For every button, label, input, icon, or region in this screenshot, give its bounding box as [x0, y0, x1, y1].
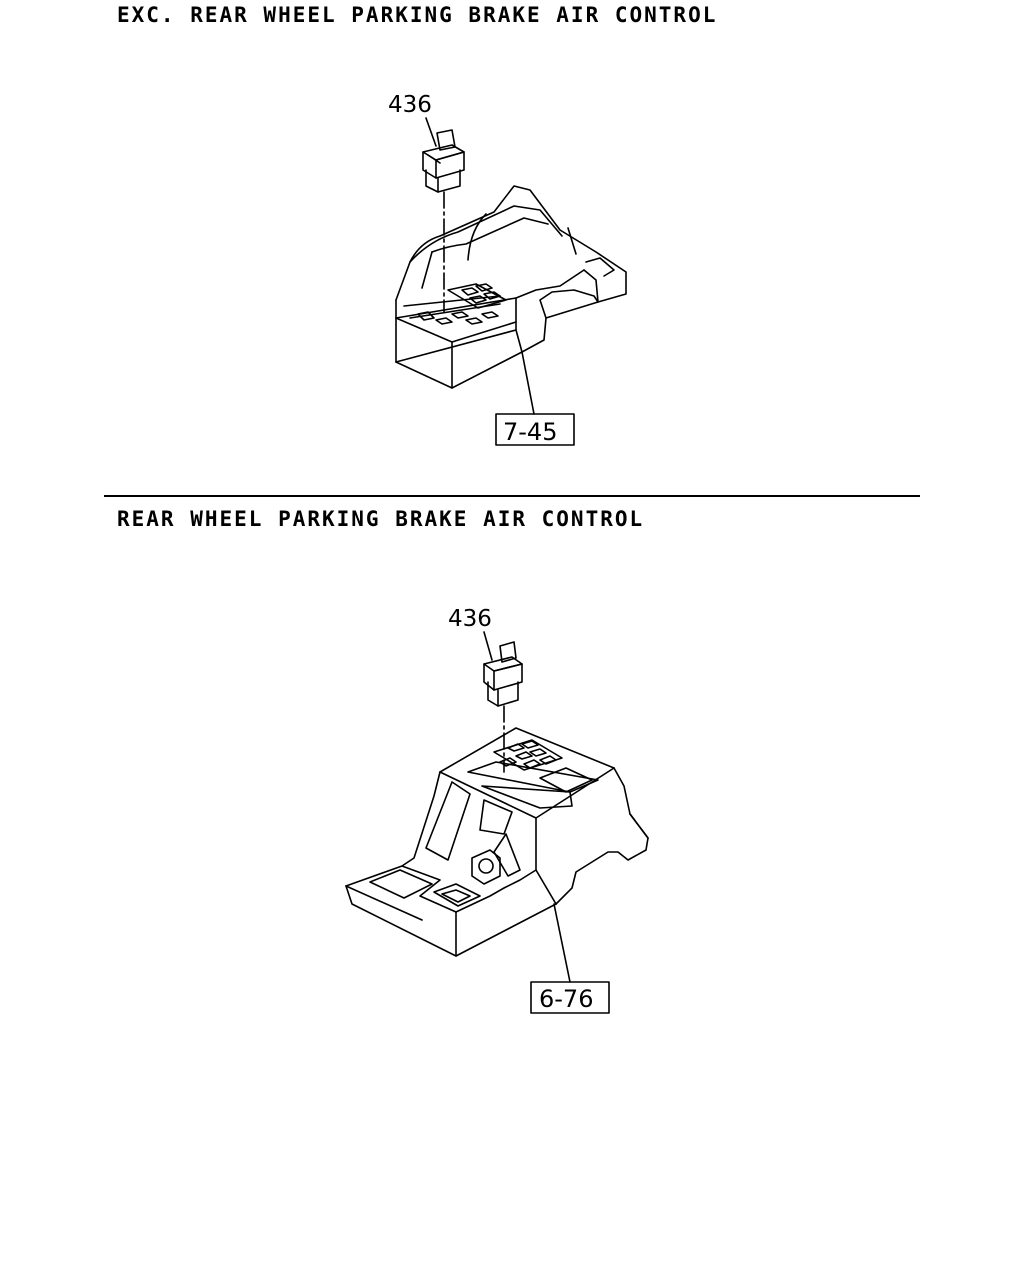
- ref-box-7-45: [495, 413, 575, 446]
- part-callout-436-top: 436: [388, 92, 432, 118]
- ref-box-6-76: [530, 981, 610, 1014]
- switch-panel-bottom: [493, 739, 563, 771]
- leader-line-ref-bottom: [553, 903, 571, 983]
- leader-line-436-bottom: [483, 631, 493, 661]
- switch-panel-top: [403, 283, 507, 325]
- section-title-exc-rear-wheel: EXC. REAR WHEEL PARKING BRAKE AIR CONTRO…: [117, 3, 718, 27]
- center-console-top: [395, 185, 627, 389]
- part-callout-436-bottom: 436: [448, 606, 492, 632]
- switch-part-436-bottom: [483, 641, 523, 707]
- console-assembly-top: 436: [388, 92, 627, 446]
- ref-label-6-76: 6-76: [539, 985, 593, 1013]
- console-assembly-bottom: 436: [345, 606, 649, 1014]
- switch-part-436-top: [422, 129, 465, 193]
- section-divider: [104, 495, 920, 497]
- section-title-rear-wheel: REAR WHEEL PARKING BRAKE AIR CONTROL: [117, 507, 645, 531]
- center-console-bottom: [345, 727, 649, 957]
- leader-line-ref-top: [521, 351, 535, 415]
- leader-line-436-top: [425, 117, 437, 147]
- ref-label-7-45: 7-45: [503, 418, 557, 446]
